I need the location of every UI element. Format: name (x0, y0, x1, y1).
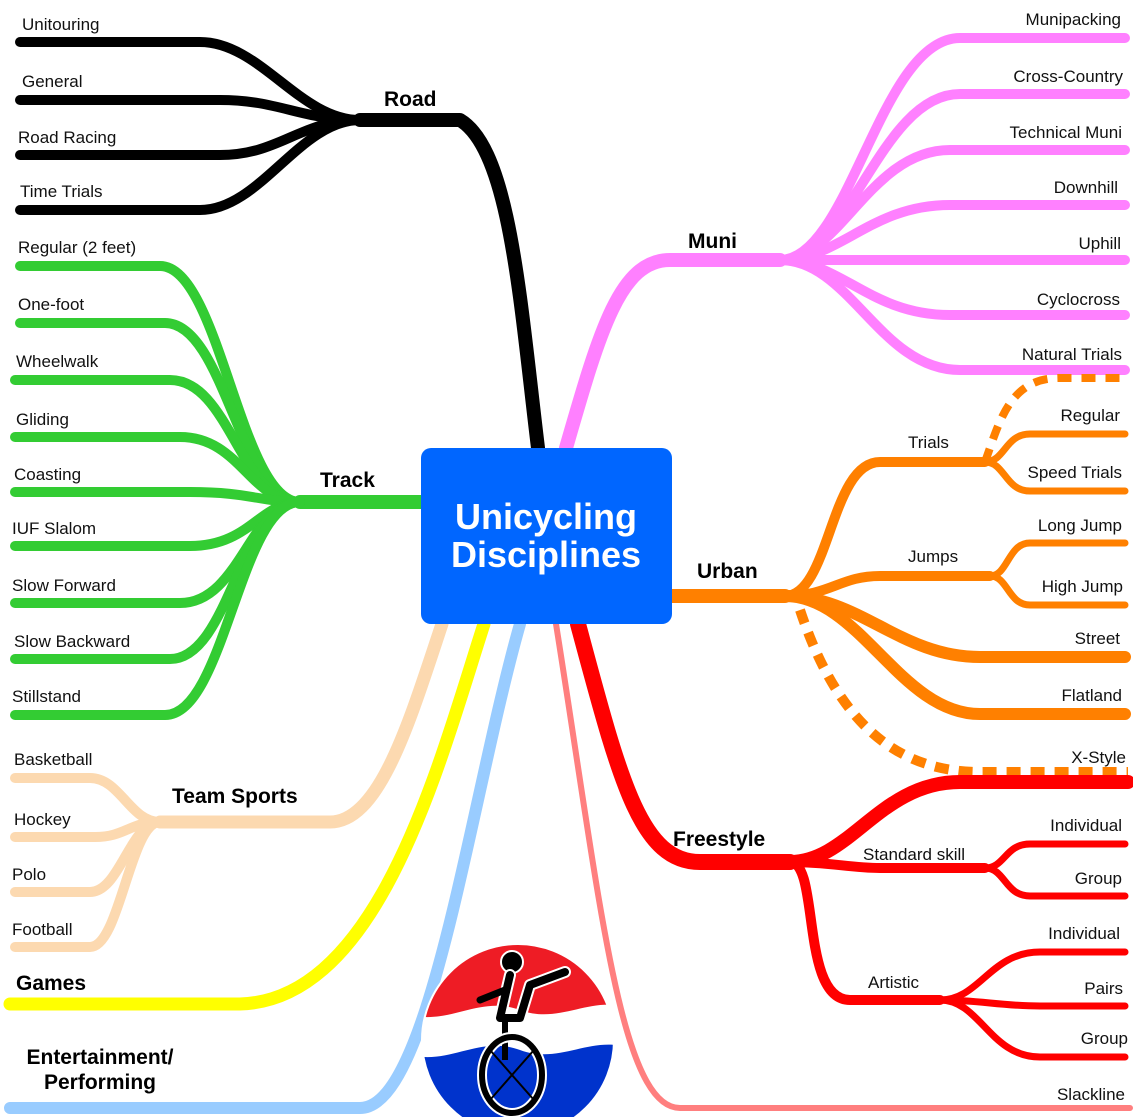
road-item: Unitouring (22, 15, 100, 34)
urban-labels: Trials Regular Speed Trials Jumps Long J… (908, 406, 1126, 767)
urban-title: Urban (697, 560, 758, 583)
urban-jumps-branch (780, 571, 995, 601)
muni-item: Technical Muni (1010, 123, 1122, 142)
freestyle-title: Freestyle (673, 828, 765, 851)
entertainment-trunk (4, 618, 526, 1114)
track-title: Track (320, 469, 375, 492)
team-item: Football (12, 920, 72, 939)
urban-item: Street (1075, 629, 1121, 648)
artistic-sub-2 (936, 996, 1129, 1010)
trials-item: Regular (1060, 406, 1120, 425)
jumps-sub-2 (986, 572, 1129, 609)
road-item: General (22, 72, 82, 91)
track-item: Coasting (14, 465, 81, 484)
games-title: Games (16, 972, 86, 995)
xstyle-label: X-Style (1071, 748, 1126, 767)
track-labels: Regular (2 feet) One-foot Wheelwalk Glid… (12, 238, 136, 706)
jumps-item: High Jump (1042, 577, 1123, 596)
standard-sub-2 (981, 864, 1129, 900)
trunks (3, 113, 1133, 1114)
artistic-item: Group (1081, 1029, 1128, 1048)
muni-item: Natural Trials (1022, 345, 1122, 364)
team-labels: Basketball Hockey Polo Football (12, 750, 92, 939)
jumps-title: Jumps (908, 547, 958, 566)
jumps-sub-1 (986, 539, 1129, 580)
muni-title: Muni (688, 230, 737, 253)
urban-item: Flatland (1062, 686, 1122, 705)
team-trunk (153, 617, 449, 829)
artistic-sub-3 (936, 996, 1129, 1061)
trials-sub-2 (981, 458, 1129, 495)
trials-sub-1 (981, 430, 1129, 466)
muni-item: Cross-Country (1013, 67, 1123, 86)
urban-trials-branch (780, 457, 990, 601)
muni-item: Munipacking (1026, 10, 1121, 29)
freestyle-artistic-branch (785, 857, 945, 1005)
urban-branches (779, 430, 1131, 720)
track-item: One-foot (18, 295, 84, 314)
artistic-item: Individual (1048, 924, 1120, 943)
muni-branch-7 (775, 255, 1130, 375)
team-sports-title: Team Sports (172, 785, 298, 808)
road-title: Road (384, 88, 437, 111)
track-item: Slow Forward (12, 576, 116, 595)
road-item: Road Racing (18, 128, 116, 147)
standard-sub-1 (981, 840, 1129, 872)
track-branches (10, 261, 305, 720)
games-trunk (3, 617, 491, 1011)
track-item: Stillstand (12, 687, 81, 706)
road-labels: Unitouring General Road Racing Time Tria… (18, 15, 116, 201)
team-item: Hockey (14, 810, 71, 829)
entertainment-title-line2: Performing (44, 1071, 156, 1094)
track-branch-5 (10, 487, 305, 507)
track-item: Gliding (16, 410, 69, 429)
track-branch-9 (10, 497, 305, 720)
muni-item: Cyclocross (1037, 290, 1120, 309)
slackline-trunk (553, 621, 1133, 1111)
entertainment-title-line1: Entertainment/ (26, 1046, 173, 1069)
team-branches (10, 773, 165, 952)
team-item: Polo (12, 865, 46, 884)
track-item: IUF Slalom (12, 519, 96, 538)
road-branch-4 (15, 115, 365, 215)
road-branches (15, 37, 365, 215)
muni-trunk (559, 253, 787, 455)
freestyle-branches (783, 775, 1133, 1061)
freestyle-labels: Standard skill Individual Group Artistic… (863, 816, 1128, 1104)
center-title-line2: Disciplines (451, 534, 641, 575)
muni-branches (775, 33, 1130, 375)
team-branch-4 (10, 817, 165, 952)
standard-item: Individual (1050, 816, 1122, 835)
muni-labels: Munipacking Cross-Country Technical Muni… (1010, 10, 1124, 364)
road-trunk (353, 113, 545, 455)
team-item: Basketball (14, 750, 92, 769)
artistic-item: Pairs (1084, 979, 1123, 998)
freestyle-trunk (570, 616, 798, 870)
category-titles: Road Track Team Sports Games Entertainme… (16, 88, 765, 1094)
trials-item: Speed Trials (1028, 463, 1123, 482)
muni-item: Uphill (1078, 234, 1121, 253)
muni-item: Downhill (1054, 178, 1118, 197)
standard-title: Standard skill (863, 845, 965, 864)
standard-item: Group (1075, 869, 1122, 888)
track-item: Slow Backward (14, 632, 130, 651)
track-item: Regular (2 feet) (18, 238, 136, 257)
freestyle-standard-branch (785, 857, 990, 873)
track-item: Wheelwalk (16, 352, 99, 371)
artistic-title: Artistic (868, 973, 920, 992)
center-node: Unicycling Disciplines (421, 448, 672, 624)
slackline-label: Slackline (1057, 1085, 1125, 1104)
unicyclist-logo (421, 943, 615, 1117)
center-title-line1: Unicycling (455, 496, 637, 537)
urban-flatland-branch (779, 590, 1131, 720)
trials-title: Trials (908, 433, 949, 452)
jumps-item: Long Jump (1038, 516, 1122, 535)
road-item: Time Trials (20, 182, 103, 201)
